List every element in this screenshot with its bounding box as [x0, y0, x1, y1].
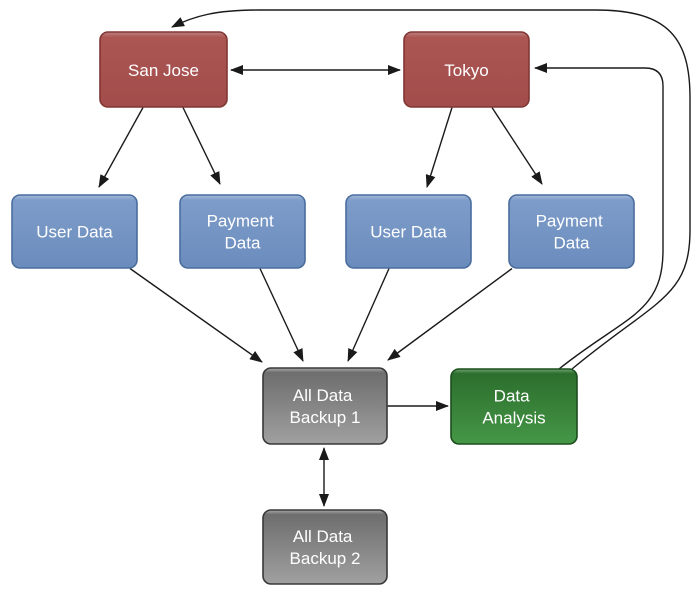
node-tokyo[interactable]: Tokyo: [403, 31, 530, 108]
nodes-layer: San Jose Tokyo User Data Payment Data: [11, 31, 635, 585]
node-tokyo-label: Tokyo: [444, 61, 488, 80]
edge-dataanalysis-tokyo[interactable]: [534, 63, 664, 370]
node-all-data-backup-2-label: All Data Backup 2: [290, 527, 361, 568]
edge-tokyo-userdata-east[interactable]: [425, 107, 453, 188]
node-user-data-west[interactable]: User Data: [11, 194, 138, 269]
node-payment-data-west-label: Payment Data: [207, 212, 279, 253]
node-user-data-west-label: User Data: [36, 223, 113, 242]
node-user-data-east[interactable]: User Data: [345, 194, 472, 269]
node-san-jose[interactable]: San Jose: [99, 31, 228, 108]
node-san-jose-label: San Jose: [128, 61, 199, 80]
edge-userdata-west-backup1[interactable]: [129, 267, 263, 363]
edge-sanjose-paymentdata-west[interactable]: [182, 107, 221, 185]
edge-userdata-east-backup1[interactable]: [347, 268, 390, 362]
node-data-analysis-label: Data Analysis: [482, 387, 545, 428]
edges-layer: [98, 9, 691, 507]
node-user-data-east-label: User Data: [370, 223, 447, 242]
node-all-data-backup-2[interactable]: All Data Backup 2: [262, 509, 388, 585]
node-all-data-backup-1-label: All Data Backup 1: [290, 386, 361, 427]
edge-sanjose-userdata-west[interactable]: [98, 107, 144, 188]
edge-paymentdata-west-backup1[interactable]: [259, 268, 304, 362]
node-payment-data-east-label: Payment Data: [536, 212, 608, 253]
node-all-data-backup-1[interactable]: All Data Backup 1: [262, 367, 388, 445]
node-payment-data-west[interactable]: Payment Data: [179, 194, 306, 269]
node-data-analysis[interactable]: Data Analysis: [450, 368, 578, 445]
edge-tokyo-paymentdata-east[interactable]: [491, 107, 543, 185]
edge-paymentdata-east-backup1[interactable]: [387, 267, 513, 361]
node-payment-data-east[interactable]: Payment Data: [508, 194, 635, 269]
edge-dataanalysis-sanjose[interactable]: [171, 9, 691, 370]
